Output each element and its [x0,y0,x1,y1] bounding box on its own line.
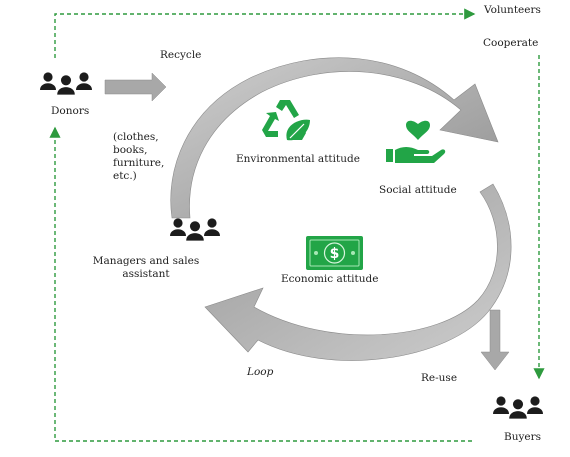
items-line-4: etc.) [113,170,137,182]
volunteers-label: Volunteers [484,4,541,16]
managers-people-icon [170,218,220,241]
managers-line-2: assistant [122,268,170,280]
managers-line-1: Managers and sales [92,255,200,267]
cooperate-label: Cooperate [483,37,539,49]
svg-text:$: $ [330,246,340,262]
recycle-label: Recycle [160,49,202,61]
donors-label: Donors [51,105,90,117]
recycle-arrow [104,72,167,102]
hand-heart-icon [386,120,446,163]
managers-label: Managers and sales assistant [92,255,200,281]
lower-cycle-arrow [204,183,512,361]
environmental-attitude-label: Environmental attitude [236,153,360,165]
reuse-arrow [480,309,510,371]
economic-attitude-label: Economic attitude [281,273,379,285]
recycle-leaf-icon [262,100,310,141]
donors-people-icon [40,72,92,95]
loop-label: Loop [247,366,274,378]
upper-cycle-arrow [170,57,499,219]
donors-to-volunteers-line [54,8,476,58]
dollar-bill-icon: $ [306,236,363,270]
items-line-1: (clothes, [113,131,159,143]
reuse-label: Re-use [421,372,458,384]
items-list-label: (clothes, books, furniture, etc.) [113,131,164,183]
buyers-people-icon [493,396,543,419]
buyers-label: Buyers [504,431,542,443]
items-line-2: books, [113,144,148,156]
buyers-to-donors-line [49,126,472,442]
dashed-connectors [49,8,545,442]
items-line-3: furniture, [113,157,165,169]
social-attitude-label: Social attitude [379,184,457,196]
